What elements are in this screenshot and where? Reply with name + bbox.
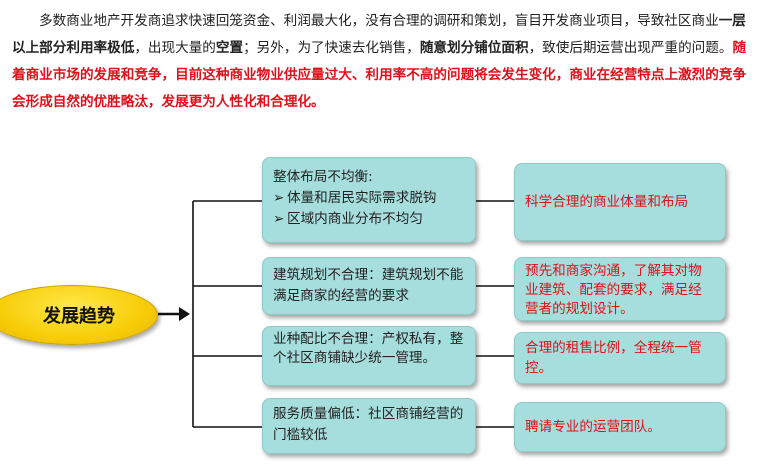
- para-text: ，致使后期运营出现严重的问题。: [528, 40, 733, 56]
- problem-box-service: 服务质量偏低：社区商铺经营的门槛较低: [262, 398, 476, 454]
- development-trend-node: 发展趋势: [0, 285, 158, 345]
- para-text: 多数商业地产开发商追求快速回笼资金、利润最大化，没有合理的调研和策划，盲目开发商…: [39, 13, 719, 29]
- para-bold-vacancy: 空置: [215, 40, 244, 56]
- solution-text-layout: 科学合理的商业体量和布局: [525, 193, 689, 210]
- problem-box-building: 建筑规划不合理：建筑规划不能满足商家的经营的要求: [262, 257, 476, 315]
- solution-box-building: 预先和商家沟通，了解其对物业建筑、配套的要求，满足经营者的规划设计。: [514, 257, 726, 321]
- development-trend-label: 发展趋势: [43, 306, 115, 327]
- para-bold-random-division: 随意划分铺位面积: [419, 40, 529, 56]
- solution-text-building: 预先和商家沟通，了解其对物业建筑、配套的要求，满足经营者的规划设计。: [525, 263, 702, 317]
- solution-text-service: 聘请专业的运营团队。: [525, 418, 661, 435]
- arrow-bullet-icon: ➢: [273, 190, 285, 206]
- problem-text-tenant-mix: 业种配比不合理：产权私有，整个社区商铺缺少统一管理。: [273, 331, 464, 366]
- para-text: ，出现大量的: [134, 40, 216, 56]
- intro-paragraph: 多数商业地产开发商追求快速回笼资金、利润最大化，没有合理的调研和策划，盲目开发商…: [12, 8, 750, 116]
- problem-text-building: 建筑规划不合理：建筑规划不能满足商家的经营的要求: [273, 267, 464, 304]
- arrow-bullet-icon: ➢: [273, 211, 285, 227]
- solution-box-service: 聘请专业的运营团队。: [514, 402, 726, 452]
- problem-box-layout: 整体布局不均衡: ➢体量和居民实际需求脱钩 ➢区域内商业分布不均匀: [262, 157, 476, 243]
- solution-box-tenant-mix: 合理的租售比例，全程统一管控。: [514, 332, 726, 384]
- bullet-text: 区域内商业分布不均匀: [287, 211, 423, 227]
- bullet-text: 体量和居民实际需求脱钩: [287, 190, 437, 206]
- problem-text-service: 服务质量偏低：社区商铺经营的门槛较低: [273, 406, 464, 443]
- solution-text-tenant-mix: 合理的租售比例，全程统一管控。: [525, 340, 702, 376]
- problem-title-layout: 整体布局不均衡:: [273, 169, 373, 185]
- solution-box-layout: 科学合理的商业体量和布局: [514, 163, 726, 241]
- bullet-item: ➢体量和居民实际需求脱钩: [273, 188, 465, 209]
- bullet-item: ➢区域内商业分布不均匀: [273, 209, 465, 230]
- para-text: ；另外，为了快速去化销售，: [243, 40, 420, 56]
- para-bold-low-usage: 一层以上部分利用率极低: [12, 13, 746, 56]
- para-red-conclusion: 随着商业市场的发展和竞争，目前这种商业物业供应量过大、利用率不高的问题将会发生变…: [12, 40, 747, 110]
- problem-box-tenant-mix: 业种配比不合理：产权私有，整个社区商铺缺少统一管理。: [262, 326, 476, 386]
